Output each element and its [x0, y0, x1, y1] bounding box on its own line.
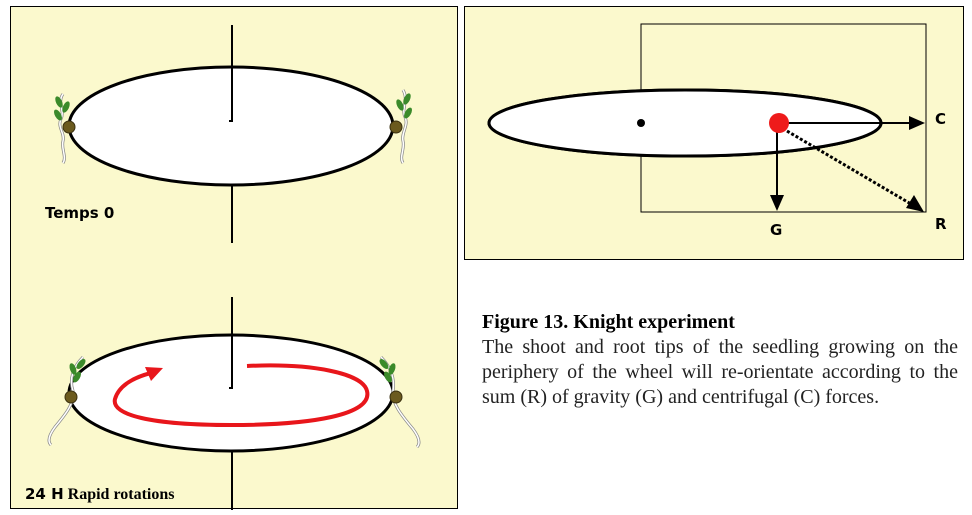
axis-point [637, 119, 645, 127]
centrifugal-arrow [781, 116, 925, 130]
seedling-right-bottom [379, 355, 421, 449]
label-resultant: R [935, 215, 947, 233]
caption-title: Figure 13. Knight experiment [482, 311, 735, 333]
seedling-left-top [54, 93, 76, 164]
wheel-diagram-panel: Temps 0 24 H Rapid rotations [10, 6, 458, 510]
caption-body: The shoot and root tips of the seedling … [482, 336, 958, 408]
label-24h-suffix: Rapid rotations [67, 486, 175, 503]
label-24h: 24 H Rapid rotations [25, 485, 175, 504]
resultant-arrow [786, 129, 924, 212]
wheel-24h [47, 297, 421, 510]
seedling-position-dot [769, 113, 789, 133]
force-diagram [487, 23, 927, 213]
figure-caption: Figure 13. Knight experiment The shoot a… [482, 310, 958, 410]
label-gravity: G [770, 221, 783, 239]
gravity-arrow [770, 131, 784, 211]
label-centrifugal: C [935, 110, 947, 128]
seedling-right-top [389, 89, 412, 164]
rotation-arrow [112, 363, 370, 428]
seedling-left-bottom [47, 355, 86, 447]
wheel-diagrams [47, 25, 421, 510]
label-time0: Temps 0 [45, 204, 115, 222]
label-24h-prefix: 24 H [25, 485, 64, 503]
force-diagram-panel: C R G [464, 6, 964, 260]
wheel-time0 [54, 25, 412, 243]
